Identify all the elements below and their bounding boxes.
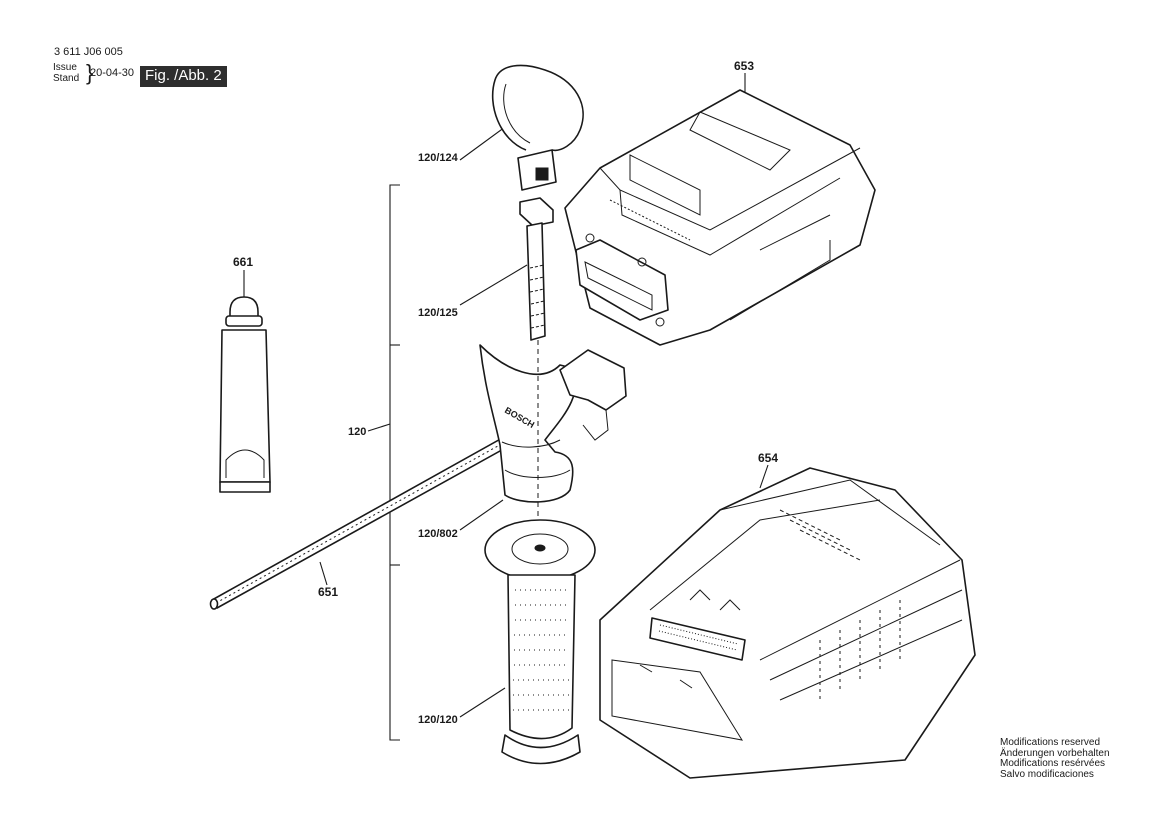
callout-120-124: 120/124 [418,152,459,164]
stand-label: Stand [53,73,80,84]
part-120-125-bolt [519,197,554,341]
brace-icon: } [86,60,94,85]
issue-block: Issue Stand } 20-04-30 [53,62,134,85]
document-number: 3 611 J06 005 [54,46,123,58]
part-120-120-auxiliary-handle [484,519,596,765]
callout-651: 651 [318,585,338,599]
callout-654: 654 [758,451,778,465]
callout-120-802: 120/802 [418,528,458,540]
callout-661: 661 [233,255,253,269]
part-120-124-clamp-band [491,64,584,191]
part-120-handle-body: BOSCH [479,344,627,503]
callout-120-120: 120/120 [418,714,458,726]
assembly-120-bracket [367,184,400,741]
modifications-line: Änderungen vorbehalten [1000,747,1110,759]
callout-653: 653 [734,59,754,73]
issue-date: 20-04-30 [90,67,135,79]
leader-lines [243,73,769,718]
figure-label: Fig. /Abb. 2 [140,66,227,87]
part-654-charger [599,467,976,779]
part-653-battery [564,89,876,346]
issue-label: Issue [53,62,77,73]
callout-120: 120 [348,426,366,438]
part-661-grease-tube [219,296,271,493]
modifications-line: Modifications resérvées [1000,758,1106,769]
callout-120-125: 120/125 [418,307,458,319]
modifications-notice: Modifications reserved Änderungen vorbeh… [1000,737,1110,780]
modifications-line: Modifications reserved [1000,737,1101,748]
modifications-line: Salvo modificaciones [1000,768,1094,780]
